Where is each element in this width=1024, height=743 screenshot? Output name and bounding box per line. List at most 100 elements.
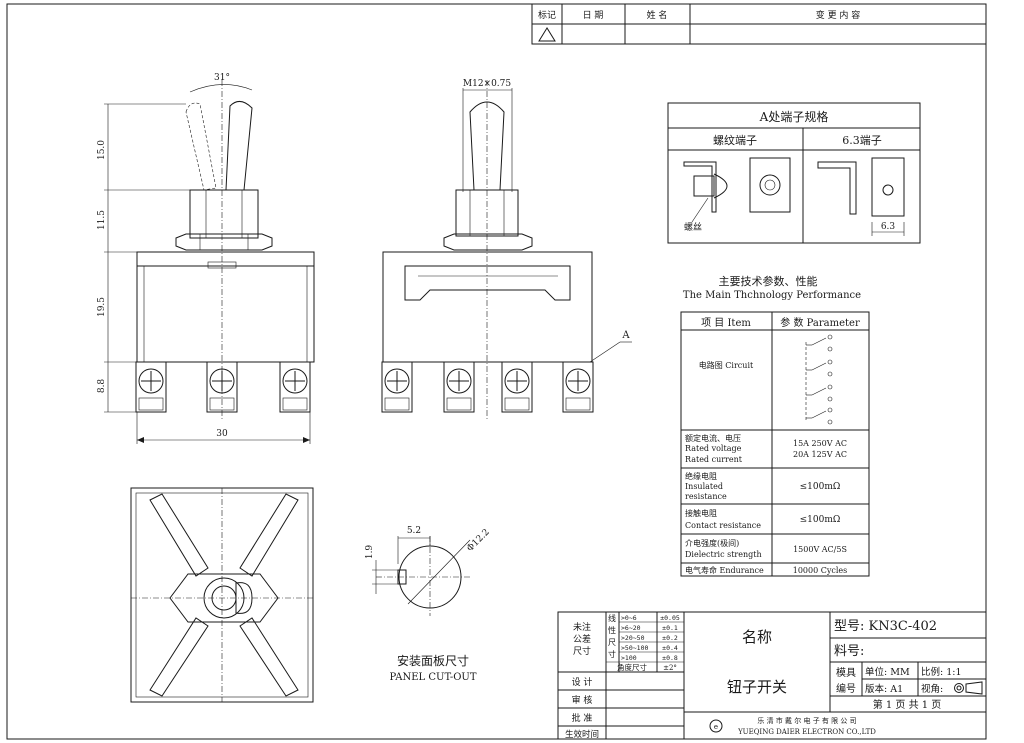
tol-label-2: 公差 xyxy=(573,633,591,645)
terminal-callout-a: A xyxy=(621,330,630,341)
title-block: 未注 公差 尺寸 线 性 尺 寸 >0~6 >6~20 >20~50 >50~1… xyxy=(557,611,987,740)
tol-range-3: >20~50 xyxy=(621,634,645,642)
line-size-4: 寸 xyxy=(608,649,616,659)
panel-cutout-title-en: PANEL CUT-OUT xyxy=(389,672,476,683)
spec-title-en: The Main Thchnology Performance xyxy=(683,290,861,301)
cutout-width-dim: 5.2 xyxy=(407,526,421,536)
material-number-label: 料号: xyxy=(834,644,864,659)
approve-label: 批 准 xyxy=(572,712,593,724)
spec-row-dielectric-cn: 介电强度(极间) xyxy=(685,538,739,548)
number-label: 编号 xyxy=(836,682,856,695)
tol-range-1: >0~6 xyxy=(621,614,637,622)
terminal-spec-box: A处端子规格 螺纹端子 6.3端子 螺丝 6.3 xyxy=(667,102,921,244)
spec-row-rated-current: Rated current xyxy=(685,455,743,464)
tol-value-5: ±0.8 xyxy=(662,654,678,662)
design-label: 设 计 xyxy=(572,676,593,688)
height-dim-15: 15.0 xyxy=(97,140,107,160)
tol-range-5: >100 xyxy=(621,654,637,662)
terminal-width-dim: 6.3 xyxy=(881,222,896,232)
model-number: 型号: KN3C-402 xyxy=(834,619,937,634)
revision-table: 标记 日 期 姓 名 变 更 内 容 xyxy=(531,3,987,45)
spec-value-contact: ≤100mΩ xyxy=(800,515,841,525)
line-size-2: 性 xyxy=(608,625,616,635)
revision-date-label: 日 期 xyxy=(583,10,604,21)
spec-row-contact-cn: 接触电阻 xyxy=(685,508,717,518)
screw-label: 螺丝 xyxy=(684,221,702,233)
front-view: 31° 15.0 11.5 19.5 8.8 30 xyxy=(97,73,315,444)
spec-value-dielectric: 1500V AC/5S xyxy=(793,545,847,554)
version-label: 版本: A1 xyxy=(865,683,903,695)
spec-row-insulation-en1: Insulated xyxy=(685,482,723,491)
spec-value-rated-1: 15A 250V AC xyxy=(793,439,847,448)
view-label: 视角: xyxy=(921,683,943,695)
projection-symbol-icon xyxy=(954,681,983,695)
front-terminal-1 xyxy=(135,361,167,413)
line-size-3: 尺 xyxy=(608,638,616,647)
spec-row-insulation-cn: 绝缘电阻 xyxy=(685,471,717,481)
page-count: 第 1 页 共 1 页 xyxy=(873,698,942,711)
spec-row-dielectric-en: Dielectric strength xyxy=(685,550,762,559)
circuit-diagram xyxy=(805,334,833,425)
terminal-spec-title: A处端子规格 xyxy=(759,109,829,124)
spec-value-rated-2: 20A 125V AC xyxy=(793,450,847,459)
quick-connect-terminal-label: 6.3端子 xyxy=(842,134,882,147)
tol-range-4: >50~100 xyxy=(621,644,648,652)
tol-value-4: ±0.4 xyxy=(662,644,678,652)
height-dim-19-5: 19.5 xyxy=(97,297,107,317)
panel-cutout-title-cn: 安装面板尺寸 xyxy=(397,653,469,668)
line-size-1: 线 xyxy=(608,613,616,623)
toggle-lever xyxy=(225,101,253,191)
height-dim-8-8: 8.8 xyxy=(97,379,107,394)
company-name-cn: 乐 清 市 戴 尔 电 子 有 限 公 司 xyxy=(757,716,856,725)
tol-range-2: >6~20 xyxy=(621,624,641,632)
spec-value-endurance: 10000 Cycles xyxy=(793,566,848,575)
effective-date-label: 生效时间 xyxy=(565,729,599,740)
revision-triangle-icon xyxy=(538,27,556,42)
spec-row-rated-cn: 额定电流、电压 xyxy=(685,433,741,443)
spec-row-endurance: 电气寿命 Endurance xyxy=(685,565,764,575)
spec-row-circuit: 电路图 Circuit xyxy=(699,360,754,370)
spec-row-insulation-en2: resistance xyxy=(685,492,727,501)
spec-row-rated-voltage: Rated voltage xyxy=(685,444,742,453)
side-terminal-4 xyxy=(562,361,594,413)
screw-terminal-label: 螺纹端子 xyxy=(713,133,757,147)
tol-label-3: 尺寸 xyxy=(573,645,591,657)
tol-value-2: ±0.1 xyxy=(662,624,678,632)
cutout-height-dim: 1.9 xyxy=(365,545,375,560)
product-name: 钮子开关 xyxy=(727,678,787,696)
side-view: M12×0.75 xyxy=(381,79,632,420)
side-terminal-1 xyxy=(381,361,413,413)
spec-col-parameter: 参 数 Parameter xyxy=(780,316,860,329)
svg-text:e: e xyxy=(714,723,718,731)
revision-name-label: 姓 名 xyxy=(647,9,668,21)
name-label: 名称 xyxy=(742,628,772,646)
width-dimension: 30 xyxy=(216,429,228,439)
angle-dimension: 31° xyxy=(214,73,230,83)
revision-mark-label: 标记 xyxy=(538,9,556,21)
spec-row-contact-en: Contact resistance xyxy=(685,521,761,530)
front-terminal-3 xyxy=(279,361,311,413)
spec-table: 项 目 Item 参 数 Parameter 电路图 Circuit 额定电流、… xyxy=(680,311,870,577)
company-name-en: YUEQING DAIER ELECTRON CO.,LTD xyxy=(737,728,876,736)
height-dim-11-5: 11.5 xyxy=(97,210,107,230)
spec-value-insulation: ≤100mΩ xyxy=(800,482,841,492)
tol-value-3: ±0.2 xyxy=(662,634,678,642)
mold-label: 模具 xyxy=(836,667,856,679)
panel-cutout: 5.2 1.9 Φ12.2 安装面板尺寸 PANEL CUT-OUT xyxy=(365,526,492,683)
side-terminal-3 xyxy=(501,361,533,413)
spec-col-item: 项 目 Item xyxy=(701,317,751,329)
scale-label: 比例: 1:1 xyxy=(921,666,962,678)
check-label: 审 核 xyxy=(572,694,593,706)
drawing-border xyxy=(6,3,987,740)
company-logo-icon: e xyxy=(709,719,723,733)
angle-tol-value: ±2° xyxy=(663,664,677,672)
tol-label-1: 未注 xyxy=(573,621,591,633)
unit-label: 单位: MM xyxy=(865,666,910,678)
spec-title-cn: 主要技术参数、性能 xyxy=(719,274,818,288)
angle-tol-label: 角度尺寸 xyxy=(617,662,647,672)
top-view xyxy=(130,487,314,703)
revision-content-label: 变 更 内 容 xyxy=(816,9,861,21)
side-terminal-2 xyxy=(443,361,475,413)
tol-value-1: ±0.05 xyxy=(660,614,680,622)
